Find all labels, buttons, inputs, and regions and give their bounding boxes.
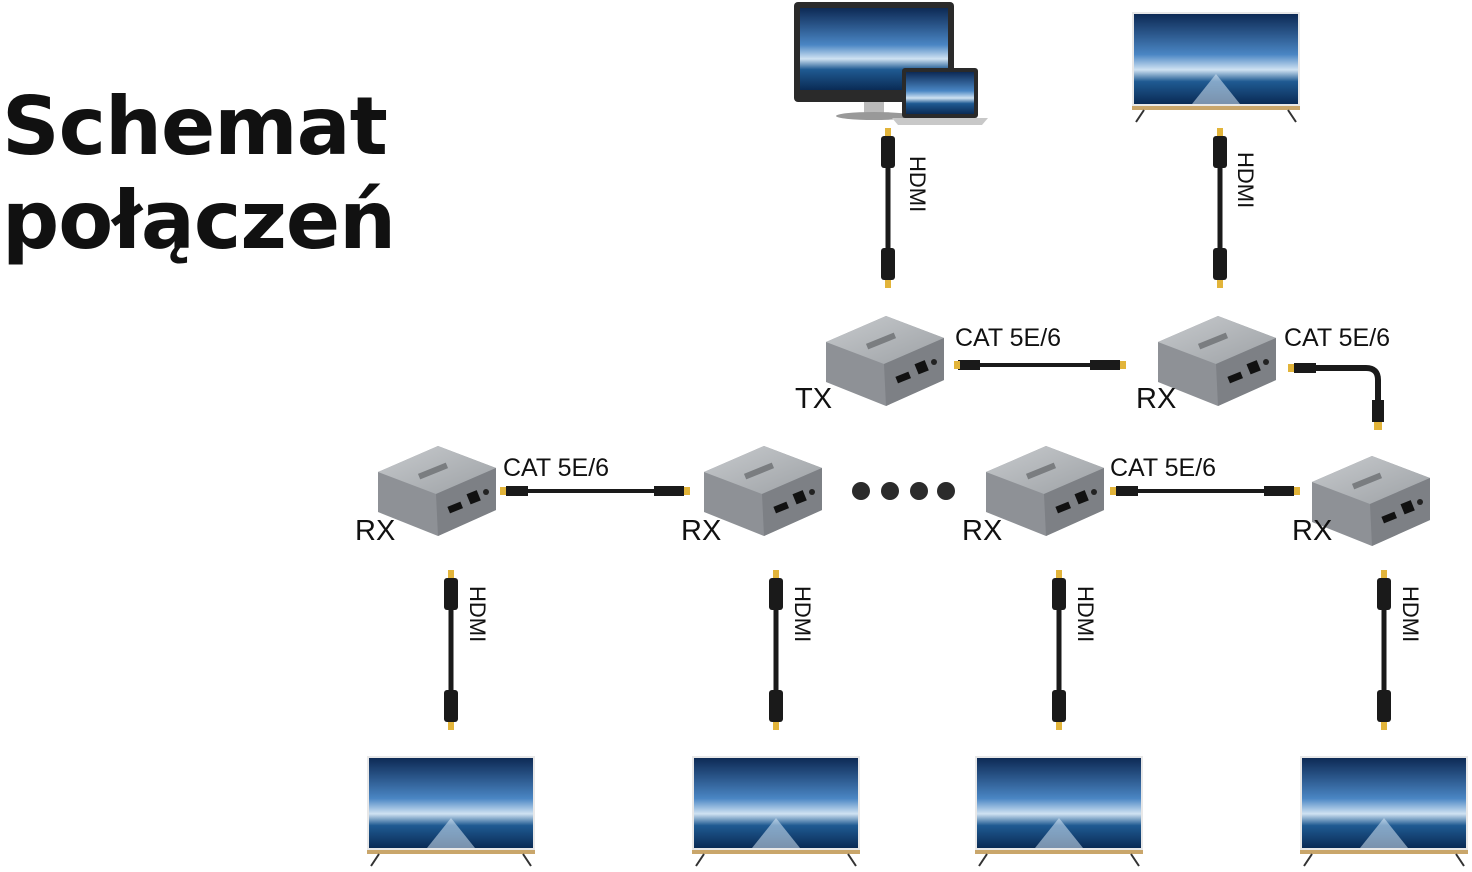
cat-cable-tx-rx bbox=[954, 360, 1126, 370]
cat-label-elbow: CAT 5E/6 bbox=[1284, 324, 1390, 352]
rx-label-2: RX bbox=[681, 515, 721, 547]
hdmi-label-top-tv: HDMI bbox=[1233, 152, 1258, 208]
rx-label-3: RX bbox=[962, 515, 1002, 547]
hdmi-cable-bottom-1 bbox=[444, 570, 458, 730]
tx-label: TX bbox=[795, 383, 832, 415]
desktop-and-laptop-icon bbox=[794, 2, 988, 125]
hdmi-cable-bottom-3 bbox=[1052, 570, 1066, 730]
tv-icon-top bbox=[1131, 11, 1301, 123]
diagram-title: Schemat połączeń bbox=[2, 80, 396, 268]
tx-extender-icon bbox=[826, 316, 944, 406]
rx-label-upper: RX bbox=[1136, 383, 1176, 415]
hdmi-label-bottom-3: HDMI bbox=[1073, 586, 1098, 642]
cat-label-lower-right: CAT 5E/6 bbox=[1110, 454, 1216, 482]
cat-cable-lower-left bbox=[500, 486, 690, 496]
tv-icon-bottom-4 bbox=[1299, 755, 1469, 867]
tv-icon-bottom-1 bbox=[366, 755, 536, 867]
hdmi-cable-bottom-4 bbox=[1377, 570, 1391, 730]
cat-label-tx-rx: CAT 5E/6 bbox=[955, 324, 1061, 352]
hdmi-label-bottom-2: HDMI bbox=[790, 586, 815, 642]
hdmi-cable-top-tv bbox=[1213, 128, 1227, 288]
tv-icon-bottom-2 bbox=[691, 755, 861, 867]
hdmi-label-bottom-1: HDMI bbox=[465, 586, 490, 642]
rx-extender-icon-3 bbox=[986, 446, 1104, 536]
cat-cable-lower-right bbox=[1110, 486, 1300, 496]
rx-extender-icon-1 bbox=[378, 446, 496, 536]
cat-cable-elbow bbox=[1288, 363, 1384, 430]
rx-label-1: RX bbox=[355, 515, 395, 547]
rx-label-4: RX bbox=[1292, 515, 1332, 547]
hdmi-cable-source bbox=[881, 128, 895, 288]
more-dots-icon bbox=[852, 482, 955, 500]
hdmi-label-bottom-4: HDMI bbox=[1398, 586, 1423, 642]
title-line-2: połączeń bbox=[2, 174, 396, 267]
tv-icon-bottom-3 bbox=[974, 755, 1144, 867]
cat-label-lower-left: CAT 5E/6 bbox=[503, 454, 609, 482]
hdmi-label-source: HDMI bbox=[905, 156, 930, 212]
hdmi-cable-bottom-2 bbox=[769, 570, 783, 730]
rx-extender-icon-2 bbox=[704, 446, 822, 536]
title-line-1: Schemat bbox=[2, 80, 388, 173]
